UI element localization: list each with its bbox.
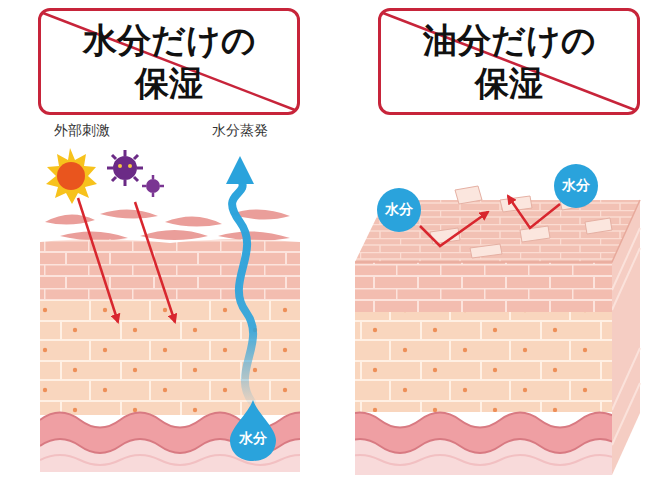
circle-label: 水分 bbox=[385, 201, 413, 219]
drop-label: 水分 bbox=[239, 430, 267, 448]
callout-label: 外部刺激 bbox=[54, 122, 110, 140]
water-circle: 水分 bbox=[554, 164, 598, 208]
stimulus-arrow bbox=[135, 202, 175, 322]
bounce-arrow bbox=[508, 196, 560, 228]
germ-icon bbox=[107, 150, 164, 197]
evaporation-arrow bbox=[232, 180, 253, 402]
circle-label: 水分 bbox=[562, 177, 590, 195]
left-skin bbox=[40, 209, 300, 472]
stimulus-arrow bbox=[78, 198, 118, 322]
water-drop-shape bbox=[230, 400, 276, 461]
evaporation-arrowhead bbox=[226, 156, 254, 184]
callout-label: 水分蒸発 bbox=[212, 122, 268, 140]
bounce-arrow bbox=[420, 212, 488, 246]
water-drop: 水分 bbox=[228, 398, 278, 462]
water-circle: 水分 bbox=[377, 188, 421, 232]
box-title: 水分だけの 保湿 bbox=[67, 19, 271, 104]
box-title: 油分だけの 保湿 bbox=[407, 19, 611, 104]
strike-line bbox=[383, 13, 635, 110]
right-skin-block bbox=[340, 186, 640, 475]
crossed-out-box: 水分だけの 保湿 bbox=[38, 8, 300, 115]
strike-line bbox=[43, 13, 295, 110]
crossed-out-box: 油分だけの 保湿 bbox=[378, 8, 640, 115]
sun-icon bbox=[46, 148, 97, 204]
